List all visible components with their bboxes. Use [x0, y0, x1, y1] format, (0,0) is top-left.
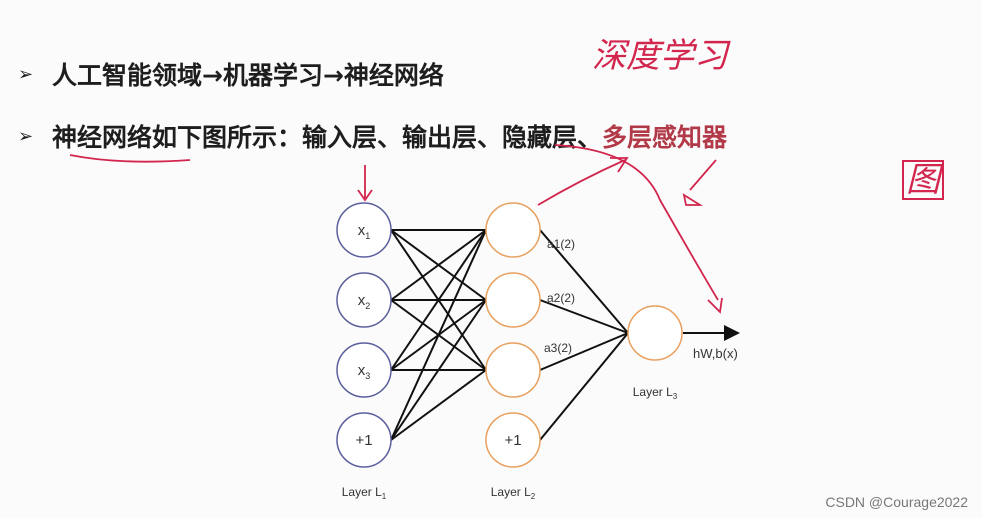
- handwritten-note: 图: [902, 160, 944, 200]
- edge: [390, 299, 487, 441]
- activation-label: a3(2): [544, 341, 572, 355]
- layer-label: Layer L2: [491, 485, 536, 501]
- edge: [390, 229, 487, 371]
- edge: [390, 229, 487, 301]
- triangle-bullet-icon: ➢: [18, 63, 34, 85]
- output-label: hW,b(x): [693, 346, 738, 361]
- hidden-node: [485, 202, 541, 258]
- edge: [390, 229, 487, 441]
- bullet-2: ➢ 神经网络如下图所示：输入层、输出层、隐藏层、 多层感知器: [18, 118, 727, 154]
- input-node-label: +1: [355, 432, 372, 449]
- hidden-node: [485, 342, 541, 398]
- edge: [390, 369, 487, 441]
- arrow-annotation: [537, 157, 629, 206]
- activation-label: a1(2): [547, 237, 575, 251]
- layer-label: Layer L1: [342, 485, 387, 501]
- layer-label: Layer L3: [633, 385, 678, 401]
- watermark: CSDN @Courage2022: [825, 494, 968, 510]
- curve-annotation: [554, 144, 723, 314]
- triangle-bullet-icon: ➢: [18, 125, 34, 147]
- edge: [539, 299, 629, 334]
- hidden-bias-node: [485, 412, 541, 468]
- hidden-bias-label: +1: [504, 432, 521, 449]
- edge: [539, 332, 629, 371]
- activation-label: a2(2): [547, 291, 575, 305]
- hidden-node: [485, 272, 541, 328]
- handwritten-note: 深度学习: [592, 36, 728, 76]
- input-node: [336, 412, 392, 468]
- input-node: [336, 342, 392, 398]
- output-node: [627, 305, 683, 361]
- bullet-text: 神经网络如下图所示：输入层、输出层、隐藏层、: [52, 123, 603, 152]
- input-node: [336, 202, 392, 258]
- bullet-text: 人工智能领域→机器学习→神经网络: [52, 61, 444, 90]
- down-arrow-annotation: [357, 165, 373, 202]
- bullet-1: ➢ 人工智能领域→机器学习→神经网络: [18, 56, 444, 92]
- red-annotations: [69, 144, 723, 314]
- highlight-text: 多层感知器: [602, 123, 728, 152]
- underline-annotation: [69, 154, 191, 163]
- edge: [539, 229, 629, 334]
- input-node: [336, 272, 392, 328]
- edge: [539, 332, 629, 441]
- arrow-annotation: [682, 159, 717, 206]
